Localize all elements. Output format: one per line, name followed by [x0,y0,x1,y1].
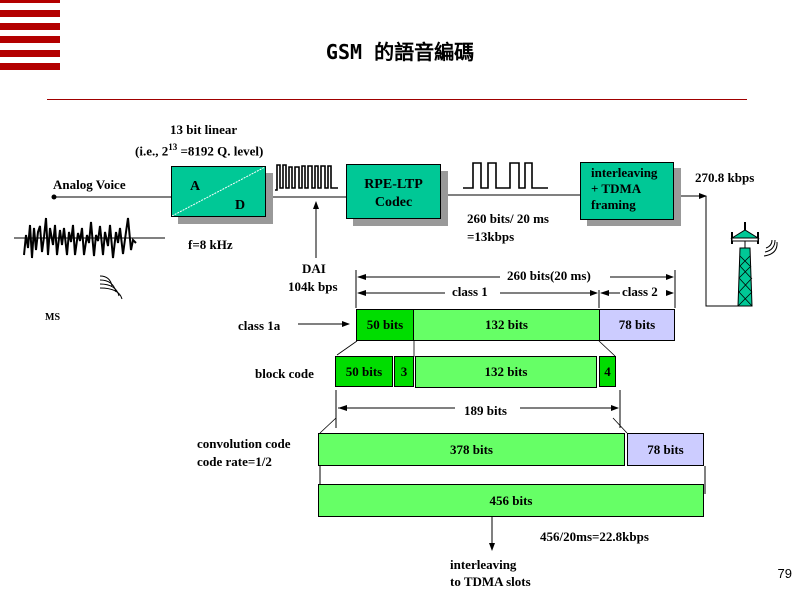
stripe [0,50,60,57]
block-code-label: block code [255,366,314,381]
final-dest-line1: interleaving [450,557,517,572]
block-total-label: 189 bits [462,403,509,418]
linear-note-line1: 13 bit linear [170,122,238,137]
stripe [0,23,60,30]
segment-class2: 78 bits [627,433,704,466]
segment-class1a: 50 bits [335,356,393,387]
total-bits-label: 260 bits(20 ms) [505,268,593,283]
ms-label: MS [45,312,60,323]
linear-note-line2: (i.e., 213 =8192 Q. level) [135,140,263,158]
stripe [0,36,60,43]
ad-box-a: A [190,179,201,194]
codec-box-line1: RPE-LTP [364,177,423,192]
framing-box: interleaving + TDMA framing [580,162,674,220]
analog-waveform-icon [23,217,137,259]
ad-box-d: D [235,198,246,213]
ms-radio-waves-icon [99,275,123,300]
framing-box-line1: interleaving [591,165,658,180]
dai-rate-label: 104k bps [288,279,338,294]
final-dest-line2: to TDMA slots [450,574,531,589]
segment-parity: 3 [394,356,414,387]
codec-box: RPE-LTP Codec [346,164,441,219]
ad-converter-box: A D [171,166,266,217]
stripe [0,10,60,17]
title-divider [47,99,747,100]
stripe [0,63,60,70]
tower-radio-waves-icon [763,239,778,257]
codec-rate-line2: =13kbps [467,229,515,244]
segment-coded: 378 bits [318,433,625,466]
segment-class1b: 132 bits [415,356,597,388]
linear-note-text: =8192 Q. level) [177,143,264,159]
dai-label: DAI [302,261,326,276]
cell-tower-icon [730,222,760,307]
segment-class2: 78 bits [599,309,675,341]
dai-pulse-train-icon [275,164,338,191]
segment-total-coded: 456 bits [318,484,704,517]
framing-box-line3: framing [591,197,636,212]
analog-voice-label: Analog Voice [53,177,126,192]
page-title: GSM 的語音編碼 [325,40,475,64]
class2-label: class 2 [622,284,658,299]
class1-label: class 1 [452,284,488,299]
output-rate-label: 270.8 kbps [695,170,755,185]
tower-feed-line [705,196,743,307]
segment-class1b: 132 bits [413,309,600,341]
framing-box-line2: + TDMA [591,181,642,196]
codec-box-line2: Codec [374,195,413,210]
linear-note-exponent: 13 [168,142,178,152]
codec-pulse-train-icon [463,162,548,189]
stripe [0,0,60,3]
class1a-label: class 1a [238,318,281,333]
final-rate-label: 456/20ms=22.8kbps [540,529,649,544]
segment-tail: 4 [599,356,616,387]
sample-rate-label: f=8 kHz [188,237,233,252]
page-number: 79 [777,566,792,581]
code-rate-label: code rate=1/2 [197,454,272,469]
segment-class1a: 50 bits [356,309,414,341]
codec-rate-line1: 260 bits/ 20 ms [467,211,549,226]
conv-code-label: convolution code [197,436,291,451]
linear-note-text: (i.e., 2 [135,143,169,159]
